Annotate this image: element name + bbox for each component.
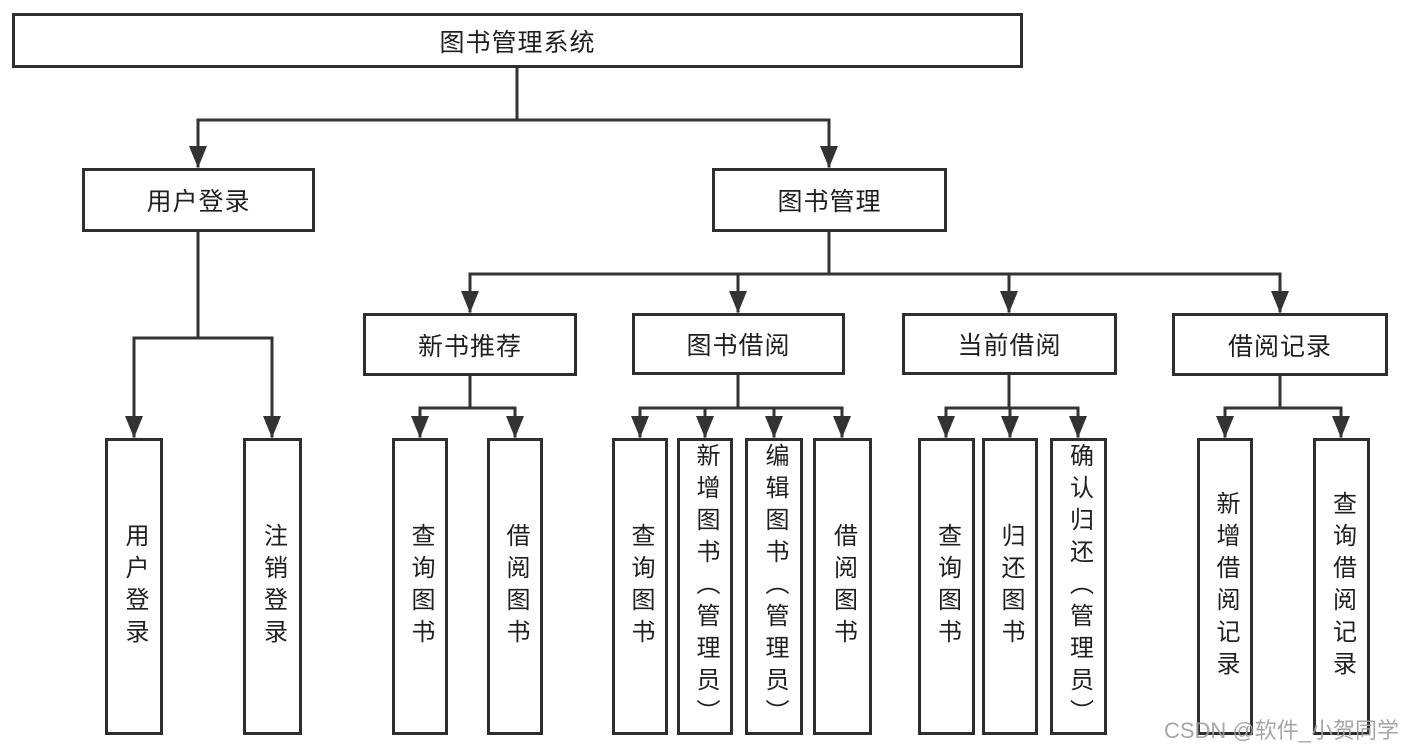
node-label: 新书推荐	[417, 332, 522, 361]
node-label: 查询图书	[933, 522, 961, 651]
node-new-book-recommendation: 新书推荐	[363, 313, 577, 376]
node-label: 归还图书	[997, 522, 1024, 651]
node-current-borrowing: 当前借阅	[902, 313, 1117, 375]
leaf-borrowing-add-books-admin: 新增图书（管理员）	[677, 438, 733, 735]
leaf-borrowing-borrow-books: 借阅图书	[813, 438, 872, 735]
leaf-records-query-borrow-record: 查询借阅记录	[1313, 438, 1370, 735]
node-label: 借阅记录	[1227, 332, 1332, 361]
node-library-management-system: 图书管理系统	[12, 13, 1023, 68]
node-label: 新增借阅记录	[1212, 490, 1239, 683]
node-label: 查询图书	[407, 522, 434, 651]
node-label: 图书借阅	[686, 332, 791, 360]
leaf-current-return-books: 归还图书	[982, 438, 1038, 735]
node-label: 编辑图书（管理员）	[761, 442, 788, 731]
node-book-borrowing: 图书借阅	[632, 313, 845, 375]
node-label: 查询图书	[627, 522, 654, 651]
leaf-newbook-query-books: 查询图书	[392, 438, 448, 735]
leaf-logout: 注销登录	[243, 438, 302, 735]
leaf-user-login: 用户登录	[105, 438, 163, 735]
node-label: 图书管理	[777, 188, 882, 216]
node-book-management: 图书管理	[712, 168, 947, 232]
node-label: 当前借阅	[957, 332, 1062, 360]
node-label: 新增图书（管理员）	[692, 442, 719, 731]
node-label: 借阅图书	[829, 522, 857, 651]
node-label: 用户登录	[121, 522, 148, 651]
node-borrowing-records: 借阅记录	[1172, 313, 1388, 376]
node-label: 图书管理系统	[439, 28, 596, 57]
node-user-login: 用户登录	[82, 168, 315, 232]
leaf-newbook-borrow-books: 借阅图书	[487, 438, 543, 735]
leaf-borrowing-edit-books-admin: 编辑图书（管理员）	[745, 438, 803, 735]
csdn-watermark: CSDN @软件_小贺同学	[1163, 718, 1399, 743]
node-label: 借阅图书	[502, 522, 529, 651]
node-label: 注销登录	[259, 522, 287, 651]
leaf-current-query-books: 查询图书	[918, 438, 975, 735]
leaf-records-add-borrow-record: 新增借阅记录	[1197, 438, 1253, 735]
leaf-current-confirm-return-admin: 确认归还（管理员）	[1050, 438, 1107, 735]
node-label: 查询借阅记录	[1328, 490, 1356, 683]
node-label: 用户登录	[146, 188, 251, 216]
node-label: 确认归还（管理员）	[1065, 442, 1093, 731]
leaf-borrowing-query-books: 查询图书	[612, 438, 668, 735]
